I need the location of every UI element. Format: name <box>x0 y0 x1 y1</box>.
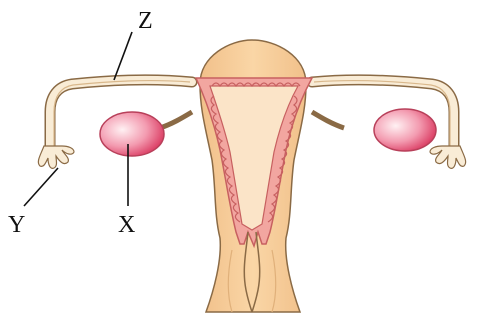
label-z: Z <box>138 8 153 34</box>
right-fimbriae <box>430 146 466 168</box>
label-y: Y <box>8 212 25 238</box>
left-ovarian-ligament <box>160 112 192 128</box>
right-ovarian-ligament <box>312 112 344 128</box>
right-ovary <box>374 109 436 151</box>
z-leader-line <box>114 32 132 80</box>
left-fimbriae <box>38 146 74 168</box>
left-ovary <box>100 112 164 156</box>
label-x: X <box>118 212 135 238</box>
y-leader-line <box>24 168 58 206</box>
